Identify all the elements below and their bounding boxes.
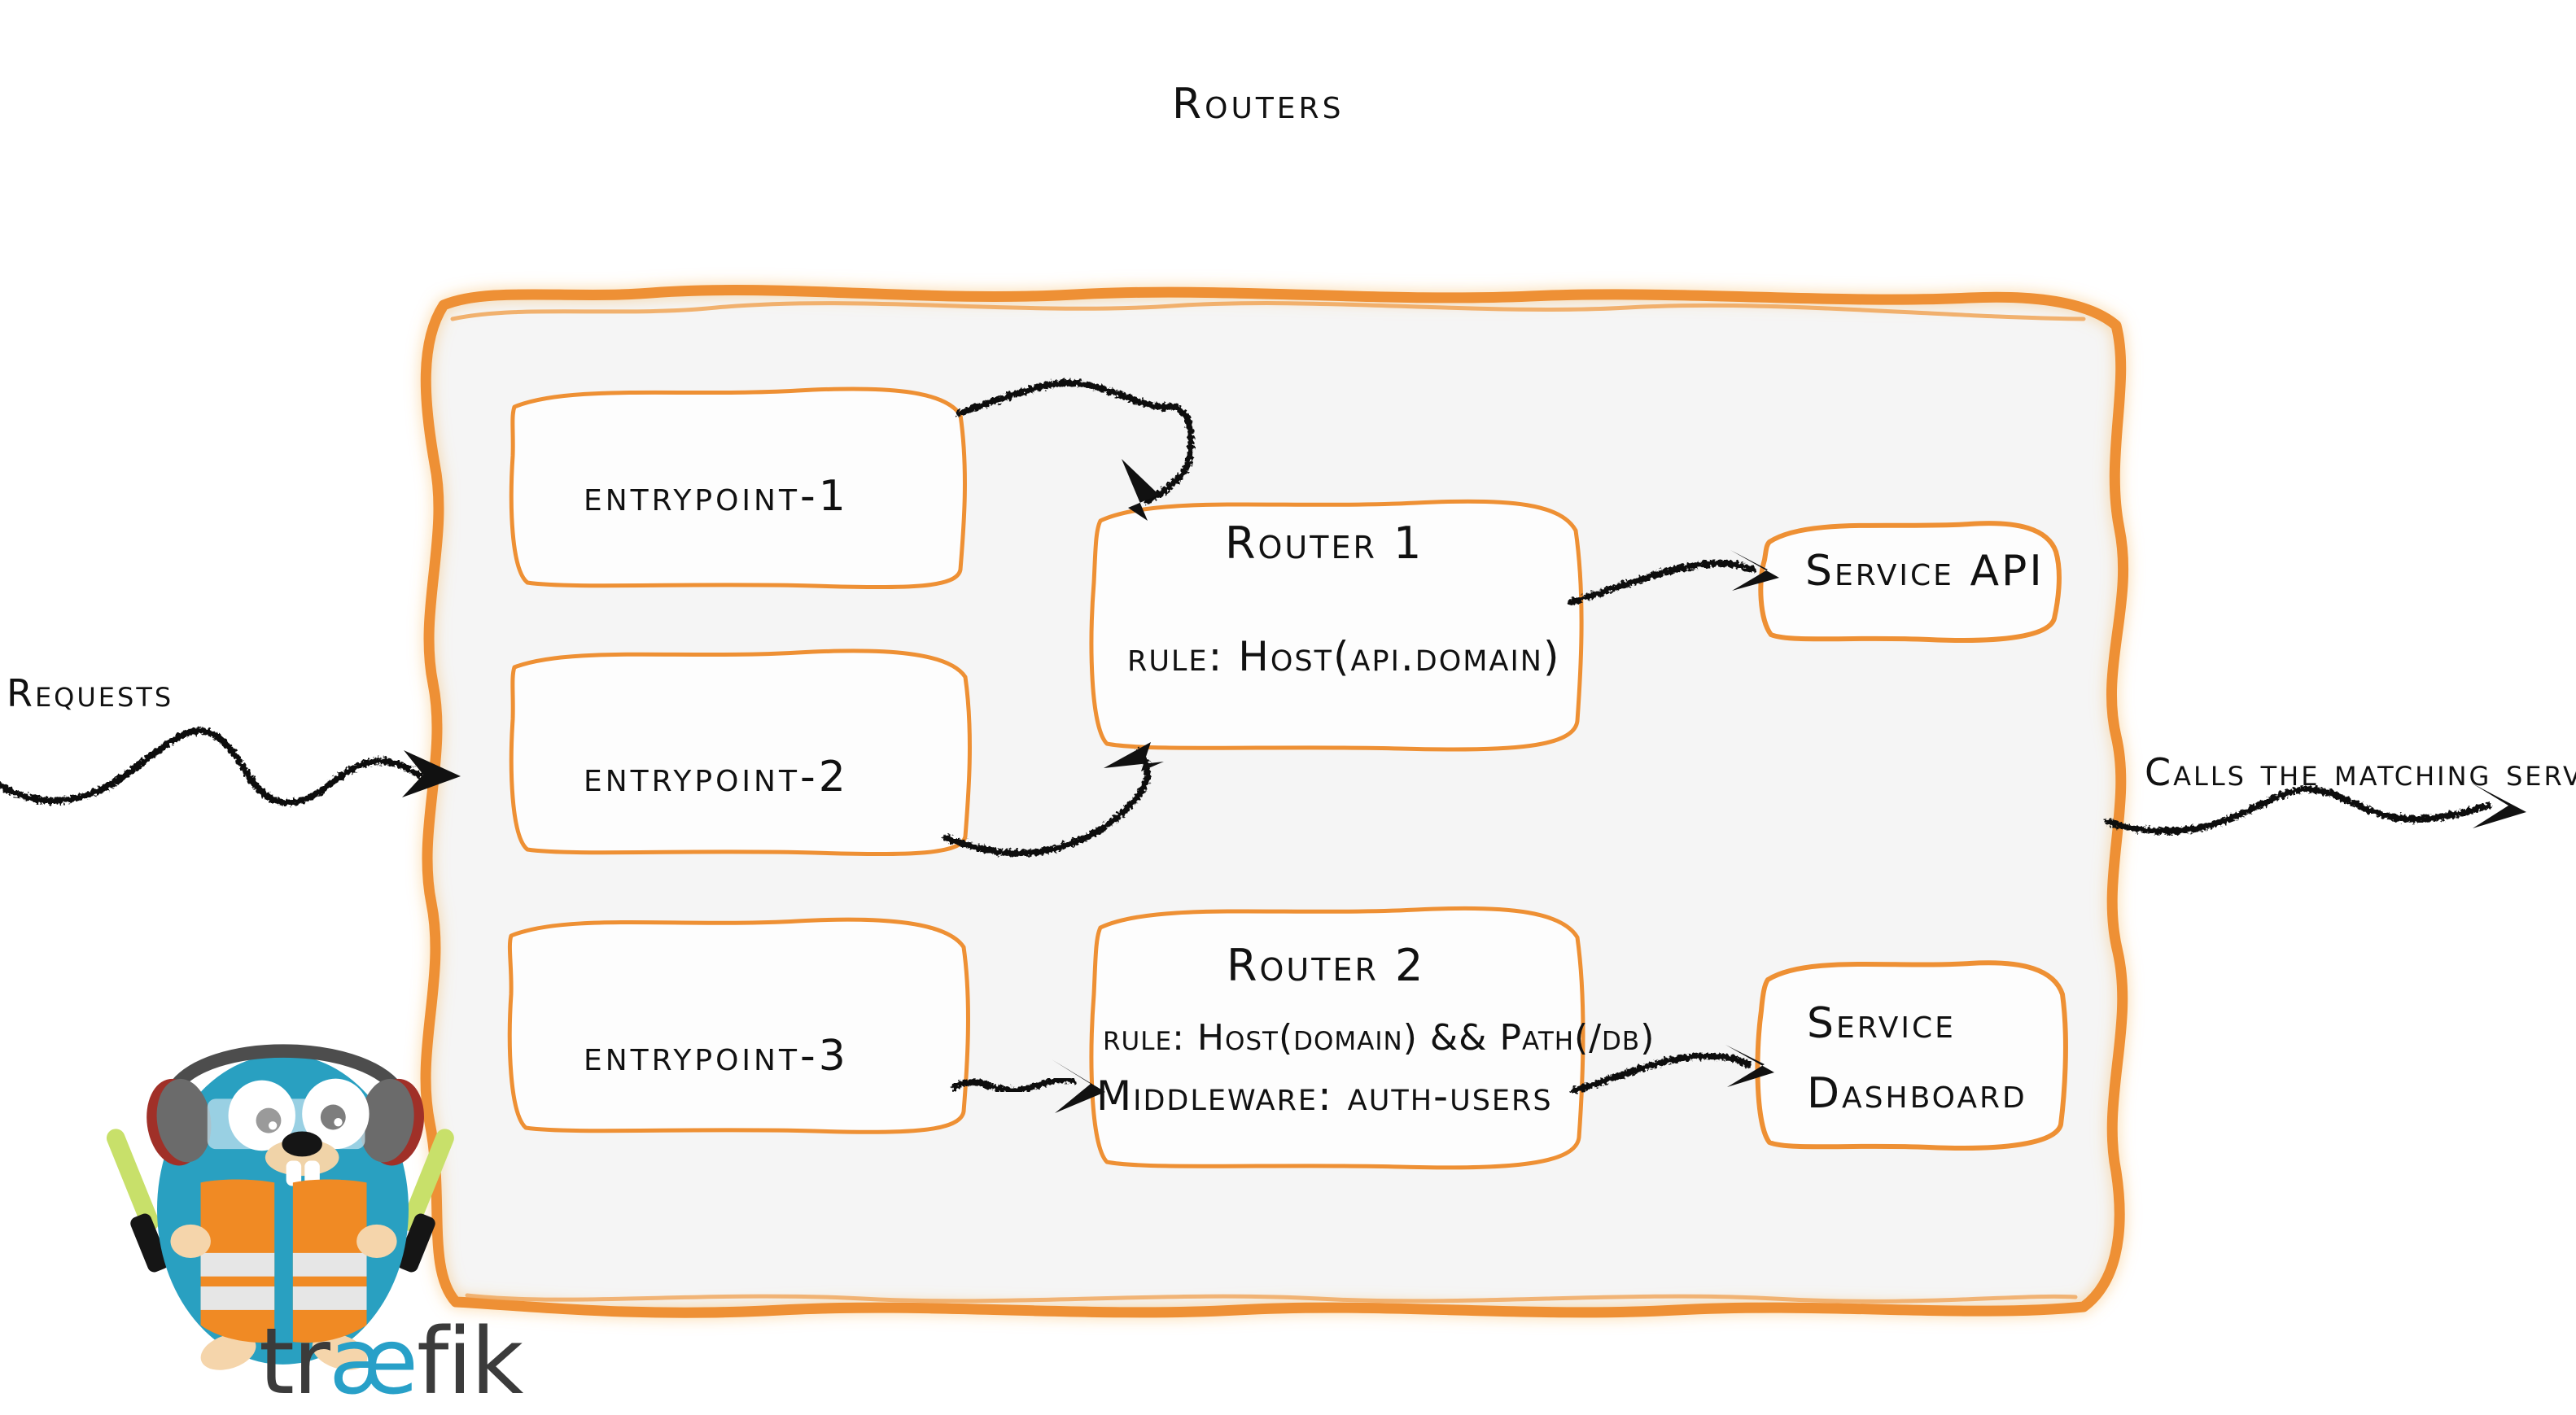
gopher-tooth-right bbox=[304, 1160, 320, 1186]
gopher-pupil-right bbox=[320, 1104, 346, 1130]
entrypoint-1-box[interactable] bbox=[509, 387, 967, 590]
gopher-hand-left bbox=[170, 1224, 211, 1259]
traefik-gopher-mascot bbox=[106, 1044, 454, 1370]
service-api-box-shape bbox=[1758, 521, 2062, 643]
router-2-box[interactable] bbox=[1089, 906, 1585, 1170]
gopher-wand-left bbox=[106, 1129, 169, 1273]
gopher-headphone-band bbox=[167, 1044, 404, 1096]
arrow-ep2-to-router1 bbox=[942, 749, 1151, 857]
calls-matching-server-label: Calls the matching server bbox=[2145, 750, 2576, 794]
entrypoint-2-box-shape bbox=[509, 649, 972, 857]
routers-container-border bbox=[420, 285, 2129, 1318]
arrowhead-router1-to-service-api bbox=[1730, 550, 1779, 591]
routers-container-border-sketch-2 bbox=[465, 1293, 2078, 1304]
requests-label: Requests bbox=[7, 671, 174, 715]
calls-arrow bbox=[2105, 786, 2492, 835]
gopher-vest-stripe-3 bbox=[292, 1252, 367, 1277]
gopher-headphone-left bbox=[147, 1078, 212, 1166]
entrypoint-1-box-shape bbox=[509, 387, 967, 590]
gopher-vest-stripe-1 bbox=[200, 1252, 275, 1277]
gopher-foot-left bbox=[200, 1334, 256, 1370]
arrowhead-router2-to-service-dashboard bbox=[1725, 1045, 1774, 1087]
arrow-ep3-to-router2 bbox=[951, 1076, 1076, 1094]
gopher-pupil-left bbox=[256, 1107, 282, 1133]
routers-container-border-sketch bbox=[450, 301, 2086, 321]
router-1-box[interactable] bbox=[1089, 499, 1584, 752]
gopher-headphone-right bbox=[359, 1078, 424, 1166]
requests-arrowhead bbox=[402, 750, 461, 797]
service-api-label: Service API bbox=[1805, 547, 2045, 596]
entrypoint-3-box[interactable] bbox=[507, 917, 970, 1134]
wordmark-post: fik bbox=[416, 1309, 523, 1415]
gopher-foot-right bbox=[312, 1334, 368, 1370]
gopher-eye-glint-right bbox=[334, 1118, 343, 1127]
service-dashboard-label-line2: Dashboard bbox=[1807, 1069, 2027, 1118]
arrowhead-ep2-to-router1 bbox=[1104, 742, 1164, 771]
service-api-box[interactable] bbox=[1758, 521, 2062, 643]
gopher-vest-stripe-4 bbox=[292, 1286, 367, 1310]
router-1-box-shape bbox=[1089, 499, 1584, 752]
router-1-rule: rule: Host(api.domain) bbox=[1127, 633, 1561, 680]
wordmark-pre: tr bbox=[259, 1309, 330, 1415]
gopher-wand-right bbox=[396, 1129, 454, 1273]
service-dashboard-box-shape bbox=[1755, 960, 2068, 1151]
gopher-eye-glint-left bbox=[268, 1121, 278, 1130]
traefik-wordmark: træfik bbox=[259, 1317, 523, 1408]
gopher-hand-right bbox=[356, 1224, 397, 1259]
router-2-rule: rule: Host(domain) && Path(/db) bbox=[1103, 1017, 1655, 1059]
entrypoint-2-box[interactable] bbox=[509, 649, 972, 857]
router-2-box-shape bbox=[1089, 906, 1585, 1170]
service-dashboard-box[interactable] bbox=[1755, 960, 2068, 1151]
arrowhead-ep1-to-router1 bbox=[1122, 459, 1159, 521]
gopher-vest-stripe-2 bbox=[200, 1286, 275, 1310]
gopher-tooth-left bbox=[286, 1160, 302, 1186]
router-2-title: Router 2 bbox=[1227, 940, 1426, 991]
router-2-middleware: Middleware: auth-users bbox=[1096, 1072, 1553, 1120]
arrowhead-ep3-to-router2 bbox=[1052, 1059, 1105, 1113]
entrypoint-3-label: entrypoint-3 bbox=[584, 1032, 849, 1081]
page-title: Routers bbox=[1172, 80, 1345, 129]
entrypoint-2-label: entrypoint-2 bbox=[584, 753, 849, 801]
service-dashboard-label-line1: Service bbox=[1807, 999, 1956, 1048]
arrow-router2-to-service-dashboard bbox=[1571, 1052, 1752, 1094]
gopher-nose bbox=[282, 1131, 322, 1157]
router-1-title: Router 1 bbox=[1225, 518, 1424, 569]
arrow-router1-to-service-api bbox=[1568, 560, 1756, 605]
wordmark-ae-ligature: æ bbox=[328, 1309, 418, 1415]
requests-arrow bbox=[0, 727, 423, 806]
calls-arrowhead bbox=[2471, 783, 2526, 828]
entrypoint-3-box-shape bbox=[507, 917, 970, 1134]
entrypoint-1-label: entrypoint-1 bbox=[584, 472, 849, 521]
arrow-ep1-to-router1 bbox=[956, 379, 1195, 504]
